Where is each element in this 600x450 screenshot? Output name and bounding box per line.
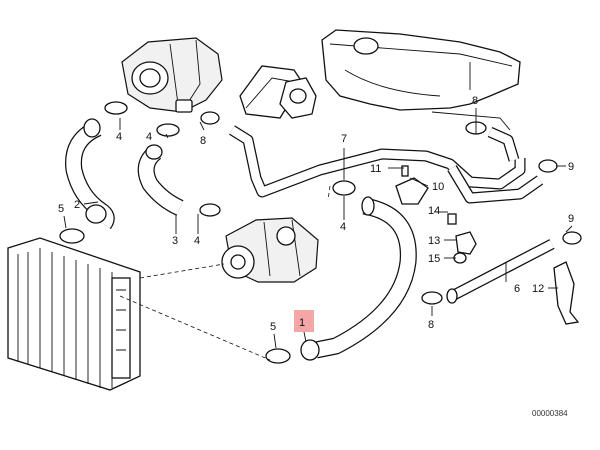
- callout-7[interactable]: 7: [341, 133, 347, 145]
- bracket-10: [395, 165, 477, 264]
- callout-9a[interactable]: 9: [568, 161, 574, 173]
- callout-9b[interactable]: 9: [568, 213, 574, 225]
- drawing-number: 00000384: [532, 409, 568, 418]
- thermostat-housing: [121, 37, 223, 113]
- callout-14[interactable]: 14: [428, 205, 440, 217]
- callout-4c[interactable]: 4: [194, 235, 200, 247]
- callout-8a[interactable]: 8: [200, 135, 206, 147]
- water-pump: [221, 217, 319, 283]
- callout-4d[interactable]: 4: [340, 221, 346, 233]
- callout-8c[interactable]: 8: [428, 319, 434, 331]
- callouts: 1 2 3 4 4 4 4 5 5 6 7 8 8 8 9 9 10 11 12…: [58, 95, 574, 333]
- hose-3: [137, 144, 184, 216]
- thermostat-bracket: [239, 65, 317, 119]
- callout-10[interactable]: 10: [432, 181, 444, 193]
- callout-15[interactable]: 15: [428, 253, 440, 265]
- callout-1[interactable]: 1: [299, 317, 305, 329]
- pipe-7: [229, 125, 544, 204]
- hose-2: [65, 118, 115, 230]
- callout-2[interactable]: 2: [74, 199, 80, 211]
- callout-6[interactable]: 6: [514, 283, 520, 295]
- callout-5b[interactable]: 5: [270, 321, 276, 333]
- pipe-6: [446, 239, 555, 304]
- callout-4b[interactable]: 4: [146, 131, 152, 143]
- radiator: [7, 237, 141, 391]
- hose-clamps: [59, 101, 582, 364]
- bracket-12: [553, 261, 580, 325]
- callout-5a[interactable]: 5: [58, 203, 64, 215]
- callout-4a[interactable]: 4: [116, 131, 122, 143]
- callout-3[interactable]: 3: [172, 235, 178, 247]
- callout-1-highlight: [294, 310, 314, 332]
- expansion-tank: [321, 29, 521, 131]
- callout-8b[interactable]: 8: [472, 95, 478, 107]
- hose-1: [300, 196, 417, 361]
- callout-13[interactable]: 13: [428, 235, 440, 247]
- callout-12[interactable]: 12: [532, 283, 544, 295]
- callout-11[interactable]: 11: [370, 163, 381, 175]
- leader-lines: [63, 108, 573, 361]
